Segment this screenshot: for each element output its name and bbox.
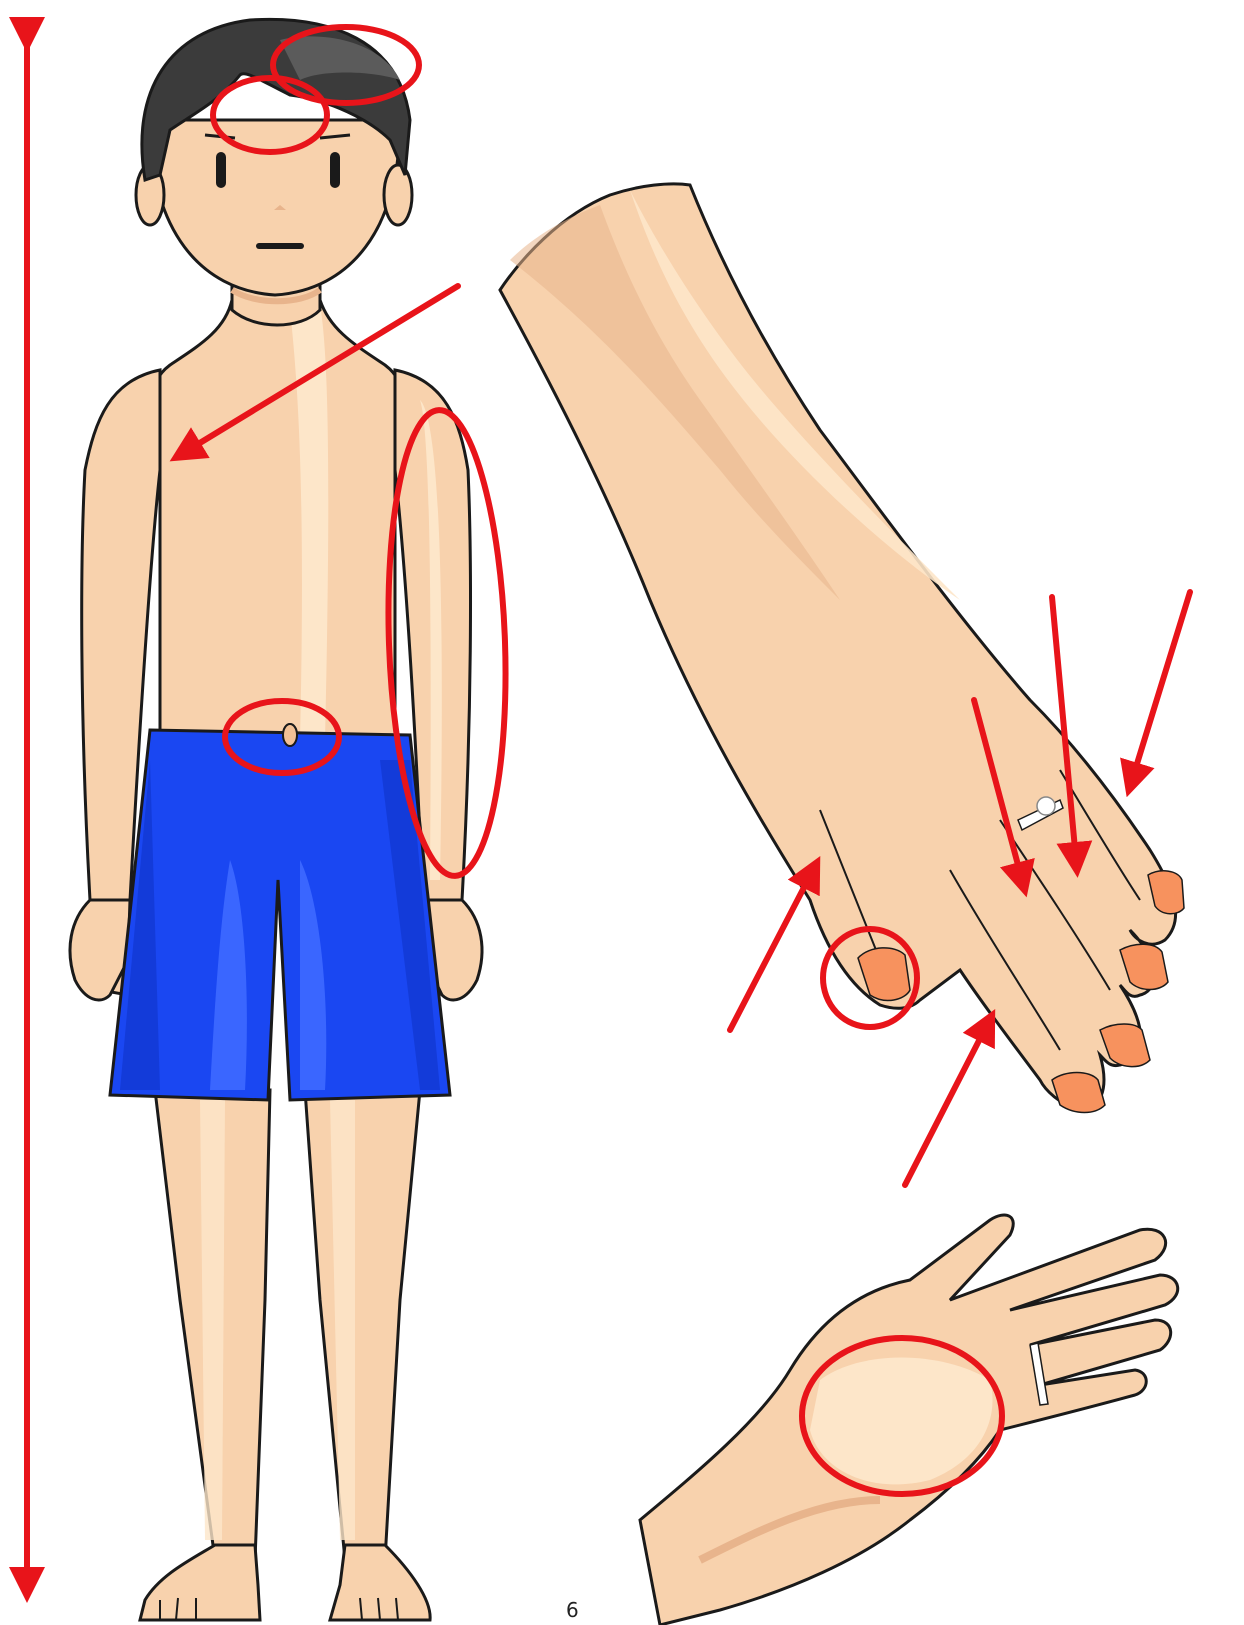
mouth: [256, 243, 304, 249]
child-torso: [153, 260, 401, 746]
nail-index: [1052, 1073, 1105, 1113]
page-number: 6: [566, 1598, 579, 1622]
right-eye: [330, 152, 340, 188]
left-eye: [216, 152, 226, 188]
child-shorts: [110, 724, 450, 1100]
arrow-little-finger: [1132, 592, 1190, 780]
child-legs: [140, 1090, 430, 1620]
hand-palm-view: [640, 1215, 1178, 1625]
arrow-index-finger: [905, 1025, 987, 1185]
child-figure: [70, 19, 482, 1620]
hand-back-view: [500, 184, 1184, 1113]
arrow-thumb: [730, 872, 812, 1030]
